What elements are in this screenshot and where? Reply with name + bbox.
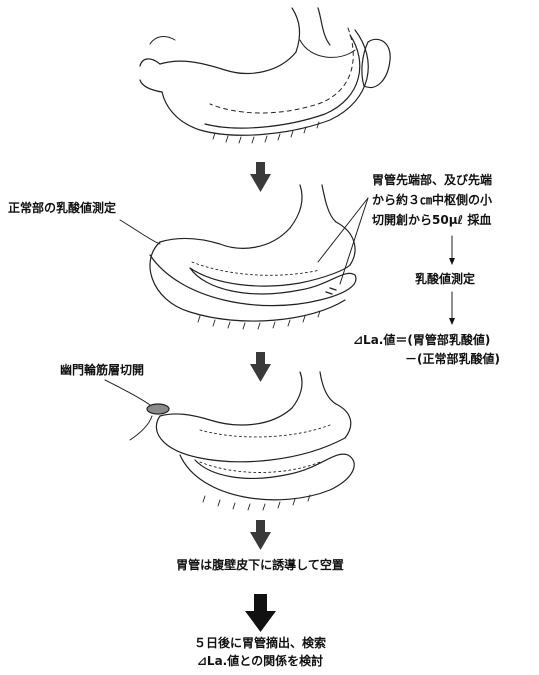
flow-arrow-right-2 [449, 292, 455, 325]
stomach-illustration-3 [105, 372, 354, 510]
sampling-pointer-lines [318, 198, 368, 284]
sampling-label-line-3: 切開創から50μℓ 採血 [372, 212, 491, 228]
down-arrow-1 [250, 162, 271, 192]
stomach-illustration-2 [120, 185, 356, 329]
lactate-measure-label: 乳酸値測定 [415, 271, 475, 287]
flow-arrow-right-1 [449, 236, 455, 265]
down-arrow-3 [250, 520, 271, 550]
down-arrow-2 [250, 352, 271, 382]
sampling-label-line-1: 胃管先端部、及び先端 [372, 172, 492, 188]
normal-lactate-label: 正常部の乳酸値測定 [8, 200, 116, 216]
delta-la-formula-line-1: ⊿La.値＝(胃管部乳酸値) [353, 332, 490, 348]
down-arrow-4 [245, 594, 276, 632]
pyloromyotomy-label: 幽門輪筋層切開 [60, 362, 144, 378]
delta-la-formula-line-2: －(正常部乳酸値) [405, 351, 500, 367]
sampling-label-line-2: から約３㎝中枢側の小 [372, 192, 492, 208]
final-step-line-1: ５日後に胃管摘出、検索 [170, 635, 350, 651]
final-step-line-2: ⊿La.値との関係を検討 [170, 653, 350, 669]
placement-label: 胃管は腹壁皮下に誘導して空置 [160, 557, 360, 573]
stomach-illustration-1 [140, 8, 390, 143]
